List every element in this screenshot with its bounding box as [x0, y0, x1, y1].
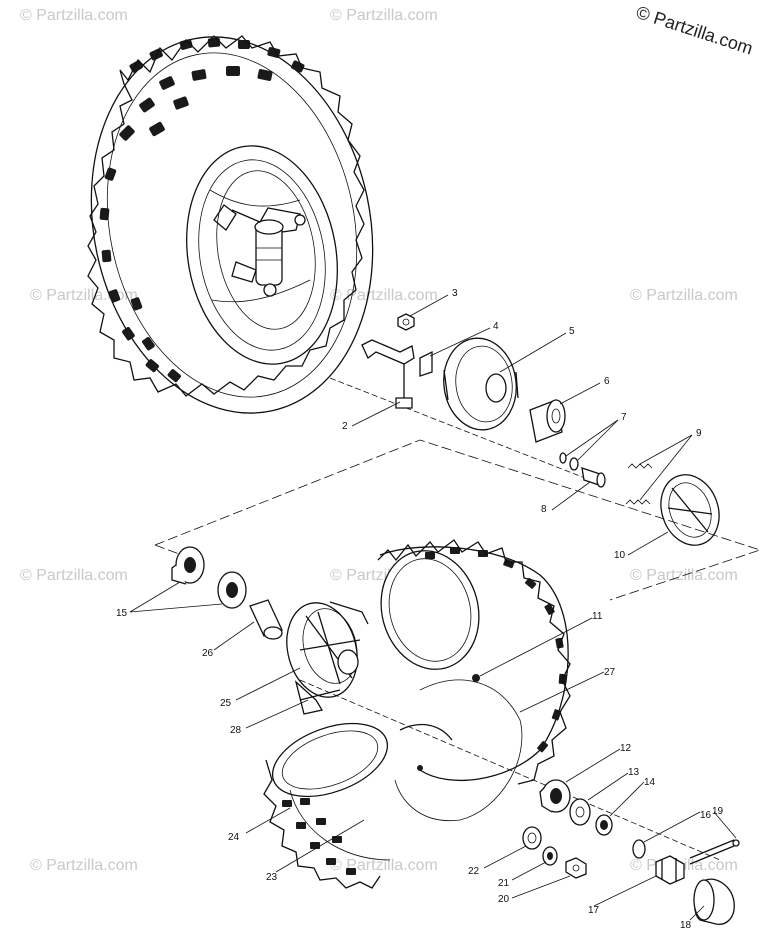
part-13-washer	[569, 798, 591, 826]
watermark-text: © Partzilla.com	[330, 7, 438, 24]
part-16-washer	[632, 839, 646, 859]
part-19-cotter-pin	[689, 839, 740, 865]
callout-14: 14	[644, 777, 656, 788]
callout-12: 12	[620, 743, 632, 754]
callout-22: 22	[468, 866, 480, 877]
part-25-hub	[286, 601, 369, 715]
watermark-text: © Partzilla.com	[330, 287, 438, 304]
leader-lines	[129, 294, 737, 921]
watermark-layer: © Partzilla.com © Partzilla.com © Partzi…	[20, 7, 738, 874]
axle-line	[299, 679, 721, 861]
axle-line	[329, 377, 591, 481]
part-24-rim-half	[263, 722, 391, 889]
tire-tread-knobs	[282, 798, 356, 875]
callout-28: 28	[230, 725, 242, 736]
part-14-seal	[595, 814, 613, 836]
part-3-nut	[397, 313, 415, 331]
watermark-text: © Partzilla.com	[20, 7, 128, 24]
part-15-bearing	[171, 546, 205, 585]
callout-24: 24	[228, 832, 240, 843]
callout-4: 4	[493, 321, 499, 332]
callout-7: 7	[621, 412, 627, 423]
watermark-text: © Partzilla.com	[330, 857, 438, 874]
assembled-front-wheel	[87, 35, 374, 414]
callout-8: 8	[541, 504, 547, 515]
callout-11: 11	[592, 611, 603, 622]
tire-outer-edge	[377, 539, 571, 785]
callout-13: 13	[628, 767, 640, 778]
part-20-nut	[565, 857, 587, 879]
part-9-springs	[625, 463, 653, 505]
part-22-washer	[522, 826, 542, 850]
part-7-washers	[559, 452, 579, 471]
callout-19: 19	[712, 806, 724, 817]
callout-3: 3	[452, 288, 458, 299]
part-4-bracket	[361, 339, 433, 377]
callout-5: 5	[569, 326, 575, 337]
part-18-dust-cap	[693, 878, 735, 925]
callout-labels: 3 4 5 6 2 7 8 9 10 15 26 25 28 11 27 12 …	[116, 288, 724, 931]
watermark-text: © Partzilla.com	[630, 287, 738, 304]
part-2-bolt	[395, 364, 413, 409]
callout-27: 27	[604, 667, 616, 678]
part-5-brake-drum	[443, 337, 519, 431]
callout-16: 16	[700, 810, 712, 821]
part-6-spacer	[529, 399, 566, 443]
part-12-bearing	[539, 779, 571, 813]
callout-20: 20	[498, 894, 510, 905]
callout-15: 15	[116, 608, 128, 619]
part-27-rim-half	[379, 546, 569, 822]
callout-26: 26	[202, 648, 214, 659]
part-26-spacer-tube	[249, 599, 283, 640]
part-10-brake-shoe	[660, 474, 720, 546]
callout-25: 25	[220, 698, 232, 709]
callout-6: 6	[604, 376, 610, 387]
callout-10: 10	[614, 550, 626, 561]
callout-18: 18	[680, 920, 692, 931]
watermark-text: © Partzilla.com	[30, 287, 138, 304]
part-21-lock-washer	[542, 846, 558, 866]
callout-23: 23	[266, 872, 278, 883]
watermark-text: © Partzilla.com	[30, 857, 138, 874]
callout-21: 21	[498, 878, 510, 889]
callout-9: 9	[696, 428, 702, 439]
callout-2: 2	[342, 421, 348, 432]
part-15-bearing	[217, 571, 247, 609]
callout-17: 17	[588, 905, 600, 916]
watermark-text: © Partzilla.com	[20, 567, 128, 584]
part-8-fitting	[581, 467, 606, 488]
